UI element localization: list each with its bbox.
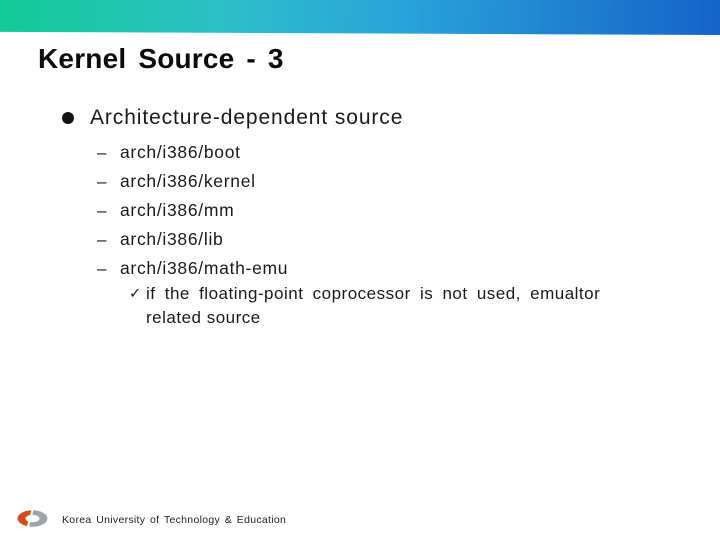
check-note-text: if the floating-point coprocessor is not… [146,282,600,330]
check-note-line1: if the floating-point coprocessor is not… [146,284,601,303]
dash-bullet-icon: – [97,200,108,220]
dash-bullet-icon: – [97,171,108,191]
university-logo-icon [17,510,48,527]
checkmark-icon: ✓ [129,286,142,302]
list-item-text: arch/i386/lib [120,229,224,249]
disc-bullet-icon [62,112,74,124]
logo-right-swoosh [29,510,48,527]
list-item-text: arch/i386/mm [120,200,235,220]
dash-bullet-icon: – [97,258,108,278]
list-item-text: arch/i386/boot [120,142,241,162]
list-item-text: arch/i386/kernel [120,171,256,191]
footer-institution-text: Korea University of Technology & Educati… [62,514,287,526]
list-item-text: arch/i386/math-emu [120,258,289,278]
list-item-math-emu: – arch/i386/math-emu [97,254,288,283]
check-note: ✓ if the floating-point coprocessor is n… [129,282,600,330]
check-note-line2: related source [146,308,261,327]
list-item-lib: – arch/i386/lib [97,225,288,254]
logo-left-swoosh [17,510,32,527]
dash-bullet-icon: – [97,142,108,162]
list-item-mm: – arch/i386/mm [97,196,288,225]
bullet-heading-text: Architecture-dependent source [90,106,404,129]
header-gradient-bar [0,0,720,35]
dash-bullet-icon: – [97,229,108,249]
footer: Korea University of Technology & Educati… [0,505,720,535]
sub-item-list: – arch/i386/boot – arch/i386/kernel – ar… [97,138,288,283]
bullet-item-architecture: Architecture-dependent source [62,105,403,131]
slide-title: Kernel Source - 3 [38,42,284,74]
list-item-kernel: – arch/i386/kernel [97,167,288,196]
list-item-boot: – arch/i386/boot [97,138,288,167]
